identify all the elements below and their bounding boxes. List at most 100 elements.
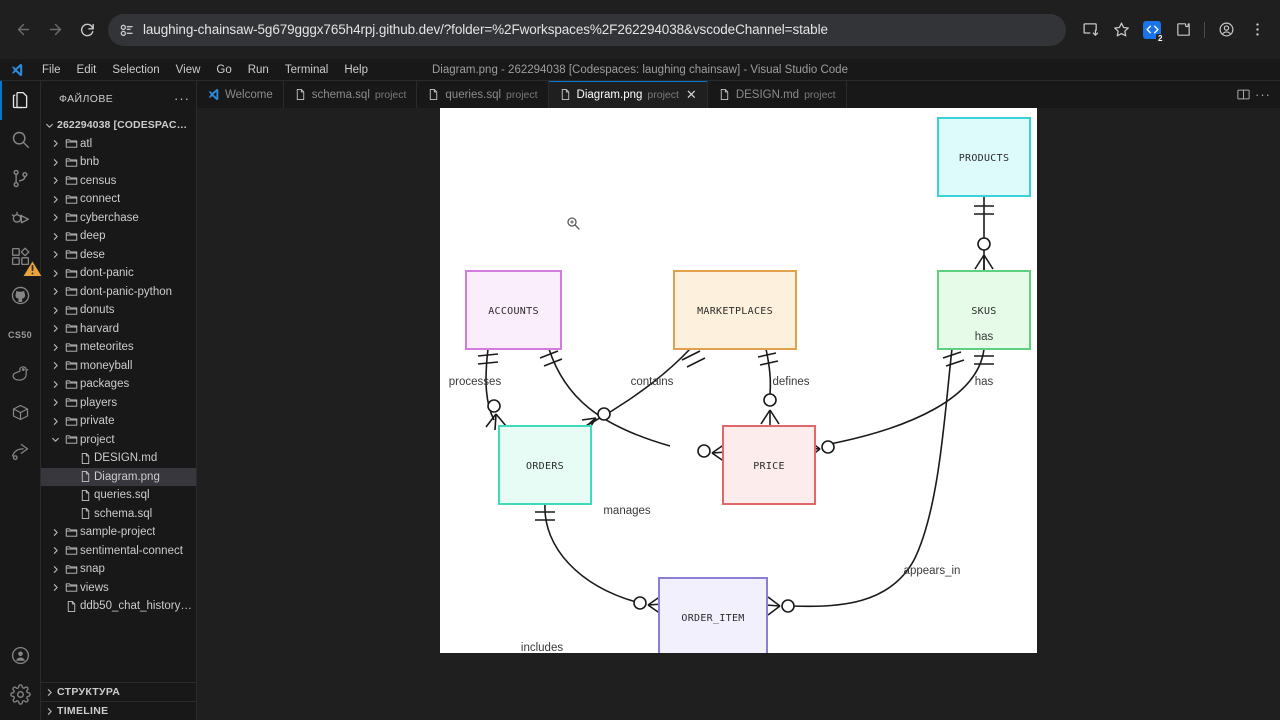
sidebar-section-timeline[interactable]: TIMELINE [41,701,196,720]
activitybar-search[interactable] [0,120,41,159]
chevron-right-icon [47,287,63,296]
menu-go[interactable]: Go [216,63,232,76]
activitybar-source-control[interactable] [0,159,41,198]
browser-back-button[interactable] [8,15,38,45]
menu-terminal[interactable]: Terminal [284,63,329,76]
tree-folder-project[interactable]: project [41,431,196,450]
tree-folder-sentimental-connect[interactable]: sentimental-connect [41,542,196,561]
browser-menu-icon[interactable] [1242,15,1272,45]
folder-icon [63,526,80,539]
tree-folder-harvard[interactable]: harvard [41,320,196,339]
extensions-puzzle-icon[interactable] [1168,15,1198,45]
chevron-right-icon [47,565,63,574]
chevron-right-icon [47,380,63,389]
vscode-body: CS50 [0,81,1280,720]
site-info-icon[interactable] [118,22,134,38]
activitybar-settings[interactable] [0,675,41,714]
tree-folder-deep[interactable]: deep [41,227,196,246]
menu-selection[interactable]: Selection [112,63,160,76]
editor-tab-welcome[interactable]: Welcome [197,81,284,108]
menu-run[interactable]: Run [247,63,269,76]
activitybar-cs50-duck[interactable] [0,354,41,393]
tree-folder-census[interactable]: census [41,172,196,191]
tree-folder-meteorites[interactable]: meteorites [41,338,196,357]
install-app-icon[interactable] [1075,15,1105,45]
tree-item-label: ddb50_chat_history_1... [80,600,192,613]
activitybar-run-and-debug[interactable] [0,198,41,237]
tree-folder-sample-project[interactable]: sample-project [41,523,196,542]
tree-item-label: moneyball [80,359,133,372]
tree-folder-dont-panic[interactable]: dont-panic [41,264,196,283]
activitybar-github[interactable] [0,276,41,315]
entity-label: PRICE [753,461,785,472]
folder-icon [63,359,80,372]
chevron-right-icon [47,417,63,426]
entity-label: ORDERS [526,461,564,472]
chevron-right-icon [47,195,63,204]
menu-file[interactable]: File [42,63,61,76]
activitybar-cs50[interactable]: CS50 [0,315,41,354]
activitybar-container[interactable] [0,393,41,432]
tree-root-folder[interactable]: 262294038 [CODESPACES: LA... [41,116,196,135]
menu-view[interactable]: View [175,63,201,76]
split-editor-icon[interactable] [1236,87,1251,102]
editor-tab-close-icon[interactable]: ✕ [685,87,697,102]
editor-tab-actions: ··· [1227,81,1280,108]
menu-help[interactable]: Help [344,63,368,76]
sidebar-section-outline[interactable]: СТРУКТУРА [41,682,196,701]
browser-reload-button[interactable] [72,15,102,45]
address-bar[interactable]: laughing-chainsaw-5g679gggx765h4rpj.gith… [108,13,1066,46]
tree-file-design-md[interactable]: DESIGN.md [41,449,196,468]
tree-item-label: census [80,174,117,187]
tree-folder-cyberchase[interactable]: cyberchase [41,209,196,228]
folder-icon [63,415,80,428]
activitybar-explorer[interactable] [0,81,41,120]
tree-file-schema-sql[interactable]: schema.sql [41,505,196,524]
tree-folder-views[interactable]: views [41,579,196,598]
activitybar-extensions[interactable] [0,237,43,277]
folder-icon [63,137,80,150]
profile-avatar-icon[interactable] [1211,15,1241,45]
browser-forward-button[interactable] [40,15,70,45]
tree-folder-dese[interactable]: dese [41,246,196,265]
tree-folder-bnb[interactable]: bnb [41,153,196,172]
tree-file-ddb50-chat-history-1-[interactable]: ddb50_chat_history_1... [41,597,196,616]
relationship-label: manages [603,505,651,517]
activitybar-accounts[interactable] [0,636,41,675]
file-icon [77,507,94,520]
file-icon [294,88,307,101]
explorer-more-actions-icon[interactable]: ··· [174,91,190,106]
tree-folder-connect[interactable]: connect [41,190,196,209]
folder-icon [63,581,80,594]
entity-orders: ORDERS [498,425,592,505]
vscode-icon [207,88,220,101]
editor-tab-description: project [506,88,538,101]
tree-folder-snap[interactable]: snap [41,560,196,579]
tree-file-diagram-png[interactable]: Diagram.png [41,467,196,486]
tree-folder-packages[interactable]: packages [41,375,196,394]
chevron-right-icon [47,306,63,315]
menu-edit[interactable]: Edit [76,63,97,76]
tree-folder-private[interactable]: private [41,412,196,431]
folder-icon [63,304,80,317]
entity-label: SKUS [971,306,996,317]
folder-icon [63,544,80,557]
tree-folder-players[interactable]: players [41,394,196,413]
tree-file-queries-sql[interactable]: queries.sql [41,486,196,505]
activitybar-share[interactable] [0,432,41,471]
image-preview-canvas: PRODUCTS ACCOUNTS MARKETPLACES SKUS [197,108,1280,720]
bookmark-star-icon[interactable] [1106,15,1136,45]
tree-folder-dont-panic-python[interactable]: dont-panic-python [41,283,196,302]
editor-more-actions-icon[interactable]: ··· [1255,87,1271,102]
tree-folder-moneyball[interactable]: moneyball [41,357,196,376]
tree-folder-atl[interactable]: atl [41,135,196,154]
tree-folder-donuts[interactable]: donuts [41,301,196,320]
chevron-right-icon [41,707,57,716]
codespaces-extension-icon[interactable]: 2 [1137,15,1167,45]
folder-icon [63,174,80,187]
